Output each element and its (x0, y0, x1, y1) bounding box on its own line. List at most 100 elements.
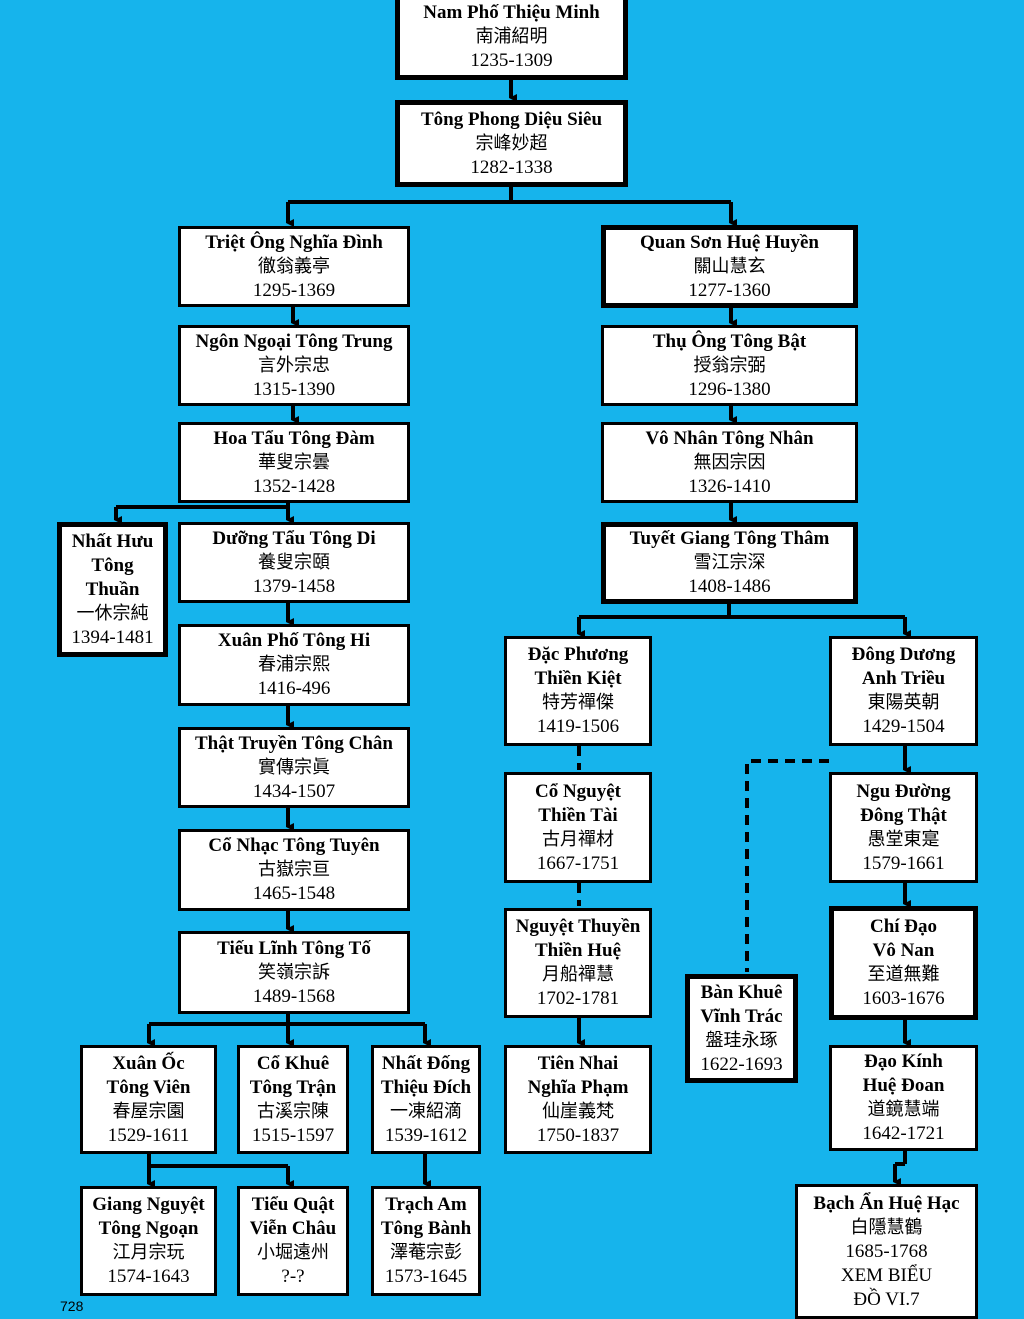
node-han-name: 小堀遠州 (257, 1242, 329, 1263)
edge-n2-fork (288, 186, 731, 204)
node-name: Ngu Đường Đông Thật (856, 780, 951, 826)
node-years: 1622-1693 (700, 1053, 783, 1075)
node-han-name: 華叟宗曇 (258, 451, 330, 473)
node-name: Tông Phong Diệu Siêu (420, 108, 603, 130)
node-co-khue-tong-tran: Cổ Khuê Tông Trận 古溪宗陳 1515-1597 (237, 1045, 349, 1154)
node-han-name: 授翁宗弼 (693, 354, 766, 376)
node-name: Giang Nguyệt Tông Ngoạn (92, 1194, 205, 1239)
node-name: Quan Sơn Huệ Huyền (640, 231, 819, 253)
node-han-name: 東陽英朝 (867, 692, 940, 713)
node-years: 1326-1410 (688, 475, 771, 497)
edge-n27-n29-dashed (745, 759, 829, 972)
node-years: 1296-1380 (688, 378, 771, 400)
node-years: 1277-1360 (688, 279, 771, 301)
node-name: Thật Truyền Tông Chân (195, 732, 393, 754)
node-co-nhac-tong-tuyen: Cổ Nhạc Tông Tuyên 古嶽宗亘 1465-1548 (178, 829, 410, 911)
node-name: Chí Đạo Vô Nan (869, 916, 938, 961)
node-name: Vô Nhân Tông Nhân (645, 427, 814, 449)
node-years: 1539-1612 (384, 1124, 468, 1146)
node-years: 1315-1390 (252, 378, 336, 400)
node-name: Nam Phố Thiệu Minh (423, 2, 600, 23)
node-han-name: 春屋宗園 (112, 1100, 185, 1122)
node-vo-nhan-tong-nhan: Vô Nhân Tông Nhân 無因宗因 1326-1410 (601, 422, 858, 503)
node-tien-nhai-nghia-pham: Tiên Nhai Nghĩa Phạm 仙崖義梵 1750-1837 (504, 1045, 652, 1154)
edge-n30-n31 (895, 1151, 907, 1182)
node-nhat-huu-tong-thuan: Nhất Hưu Tông Thuần 一休宗純 1394-1481 (57, 522, 168, 657)
node-years: 1352-1428 (252, 475, 336, 497)
node-years: 1750-1837 (536, 1124, 620, 1146)
node-years: 1579-1661 (862, 852, 945, 874)
node-name: Xuân Ốc Tông Viên (106, 1052, 191, 1098)
node-years: 1235-1309 (470, 50, 553, 71)
node-duong-tau-tong-di: Dưỡng Tẩu Tông Di 養叟宗頤 1379-1458 (178, 522, 410, 603)
node-han-name: 南浦紹明 (475, 26, 548, 47)
node-years: 1685-1768 (845, 1240, 928, 1262)
node-han-name: 至道無難 (867, 964, 940, 985)
node-han-name: 愚堂東寔 (867, 828, 940, 850)
node-thu-ong-tong-bat: Thụ Ông Tông Bật 授翁宗弼 1296-1380 (601, 325, 858, 406)
node-han-name: 無因宗因 (693, 451, 766, 473)
node-tieu-quat-vien-chau: Tiểu Quật Viễn Châu 小堀遠州 ?-? (237, 1186, 349, 1296)
edge-n5-fork (116, 503, 290, 509)
node-giang-nguyet-tong-ngoan: Giang Nguyệt Tông Ngoạn 江月宗玩 1574-1643 (80, 1186, 217, 1296)
node-name: Nguyệt Thuyền Thiền Huệ (515, 916, 641, 961)
node-note: XEM BIỂU ĐỒ VI.7 (840, 1264, 933, 1310)
node-name: Ngôn Ngoại Tông Trung (195, 330, 393, 352)
node-name: Trạch Am Tông Bành (380, 1194, 472, 1239)
node-bach-an-hue-hac: Bạch Ẩn Huệ Hạc 白隱慧鶴 1685-1768 XEM BIỂU … (795, 1184, 978, 1319)
node-name: Bàn Khuê Vĩnh Trác (700, 981, 783, 1027)
node-han-name: 白隱慧鶴 (850, 1216, 923, 1238)
node-name: Cổ Nhạc Tông Tuyên (208, 835, 380, 856)
node-han-name: 雪江宗深 (693, 552, 766, 573)
node-han-name: 江月宗玩 (112, 1242, 185, 1263)
node-han-name: 特芳禪傑 (542, 692, 614, 713)
node-years: 1465-1548 (252, 883, 336, 904)
node-name: Đông Dương Anh Triều (851, 644, 956, 689)
node-years: 1573-1645 (384, 1266, 468, 1287)
node-dac-phuong-thien-kiet: Đặc Phương Thiền Kiệt 特芳禪傑 1419-1506 (504, 636, 652, 746)
node-nam-pho-thieu-minh: Nam Phố Thiệu Minh 南浦紹明 1235-1309 (395, 0, 628, 80)
node-years: ?-? (281, 1266, 305, 1287)
node-quan-son-hue-huyen: Quan Sơn Huệ Huyền 關山慧玄 1277-1360 (601, 225, 858, 308)
node-han-name: 仙崖義梵 (542, 1100, 614, 1122)
node-dao-kinh-hue-doan: Đạo Kính Huệ Đoan 道鏡慧端 1642-1721 (829, 1045, 978, 1151)
node-name: Đạo Kính Huệ Đoan (862, 1051, 945, 1096)
node-ngu-duong-dong-that: Ngu Đường Đông Thật 愚堂東寔 1579-1661 (829, 772, 978, 883)
node-han-name: 古溪宗陳 (257, 1100, 329, 1122)
node-ban-khue-vinh-trac: Bàn Khuê Vĩnh Trác 盤珪永琢 1622-1693 (685, 974, 798, 1083)
node-han-name: 關山慧玄 (693, 255, 766, 277)
node-han-name: 古月禪材 (542, 828, 614, 850)
node-name: Tuyết Giang Tông Thâm (629, 528, 830, 549)
node-hoa-tau-tong-dam: Hoa Tẩu Tông Đàm 華叟宗曇 1352-1428 (178, 422, 410, 503)
node-name: Tiên Nhai Nghĩa Phạm (527, 1052, 629, 1098)
node-han-name: 養叟宗頤 (258, 551, 330, 573)
node-name: Triệt Ông Nghĩa Đình (205, 231, 383, 253)
node-name: Xuân Phố Tông Hi (217, 630, 371, 651)
node-that-truyen-tong-chan: Thật Truyền Tông Chân 實傳宗眞 1434-1507 (178, 727, 410, 808)
node-tieu-linh-tong-to: Tiếu Lĩnh Tông Tố 笑嶺宗訴 1489-1568 (178, 931, 410, 1014)
node-years: 1408-1486 (688, 576, 771, 597)
edge-n12-fork (147, 1154, 288, 1168)
node-name: Cổ Nguyệt Thiền Tài (534, 780, 622, 826)
node-han-name: 一休宗純 (76, 602, 149, 624)
node-han-name: 古嶽宗亘 (258, 859, 330, 880)
node-han-name: 盤珪永琢 (705, 1029, 778, 1051)
node-years: 1642-1721 (862, 1123, 945, 1144)
node-years: 1429-1504 (862, 716, 945, 737)
node-han-name: 道鏡慧端 (867, 1099, 940, 1120)
node-name: Dưỡng Tẩu Tông Di (212, 527, 376, 549)
node-years: 1394-1481 (71, 626, 154, 648)
node-years: 1419-1506 (536, 716, 620, 737)
node-dong-duong-anh-trieu: Đông Dương Anh Triều 東陽英朝 1429-1504 (829, 636, 978, 746)
node-name: Bạch Ẩn Huệ Hạc (813, 1192, 960, 1214)
node-name: Đặc Phương Thiền Kiệt (527, 644, 629, 689)
node-name: Hoa Tẩu Tông Đàm (213, 427, 375, 449)
node-nhat-dong-thieu-dich: Nhất Đống Thiệu Đích 一凍紹滴 1539-1612 (371, 1045, 481, 1154)
node-name: Thụ Ông Tông Bật (652, 330, 807, 352)
edge-n11-fork (149, 1014, 425, 1026)
node-years: 1667-1751 (536, 852, 620, 874)
node-years: 1574-1643 (107, 1266, 190, 1287)
node-xuan-pho-tong-hi: Xuân Phố Tông Hi 春浦宗熙 1416-496 (178, 624, 410, 706)
node-name: Nhất Đống Thiệu Đích (380, 1052, 472, 1098)
